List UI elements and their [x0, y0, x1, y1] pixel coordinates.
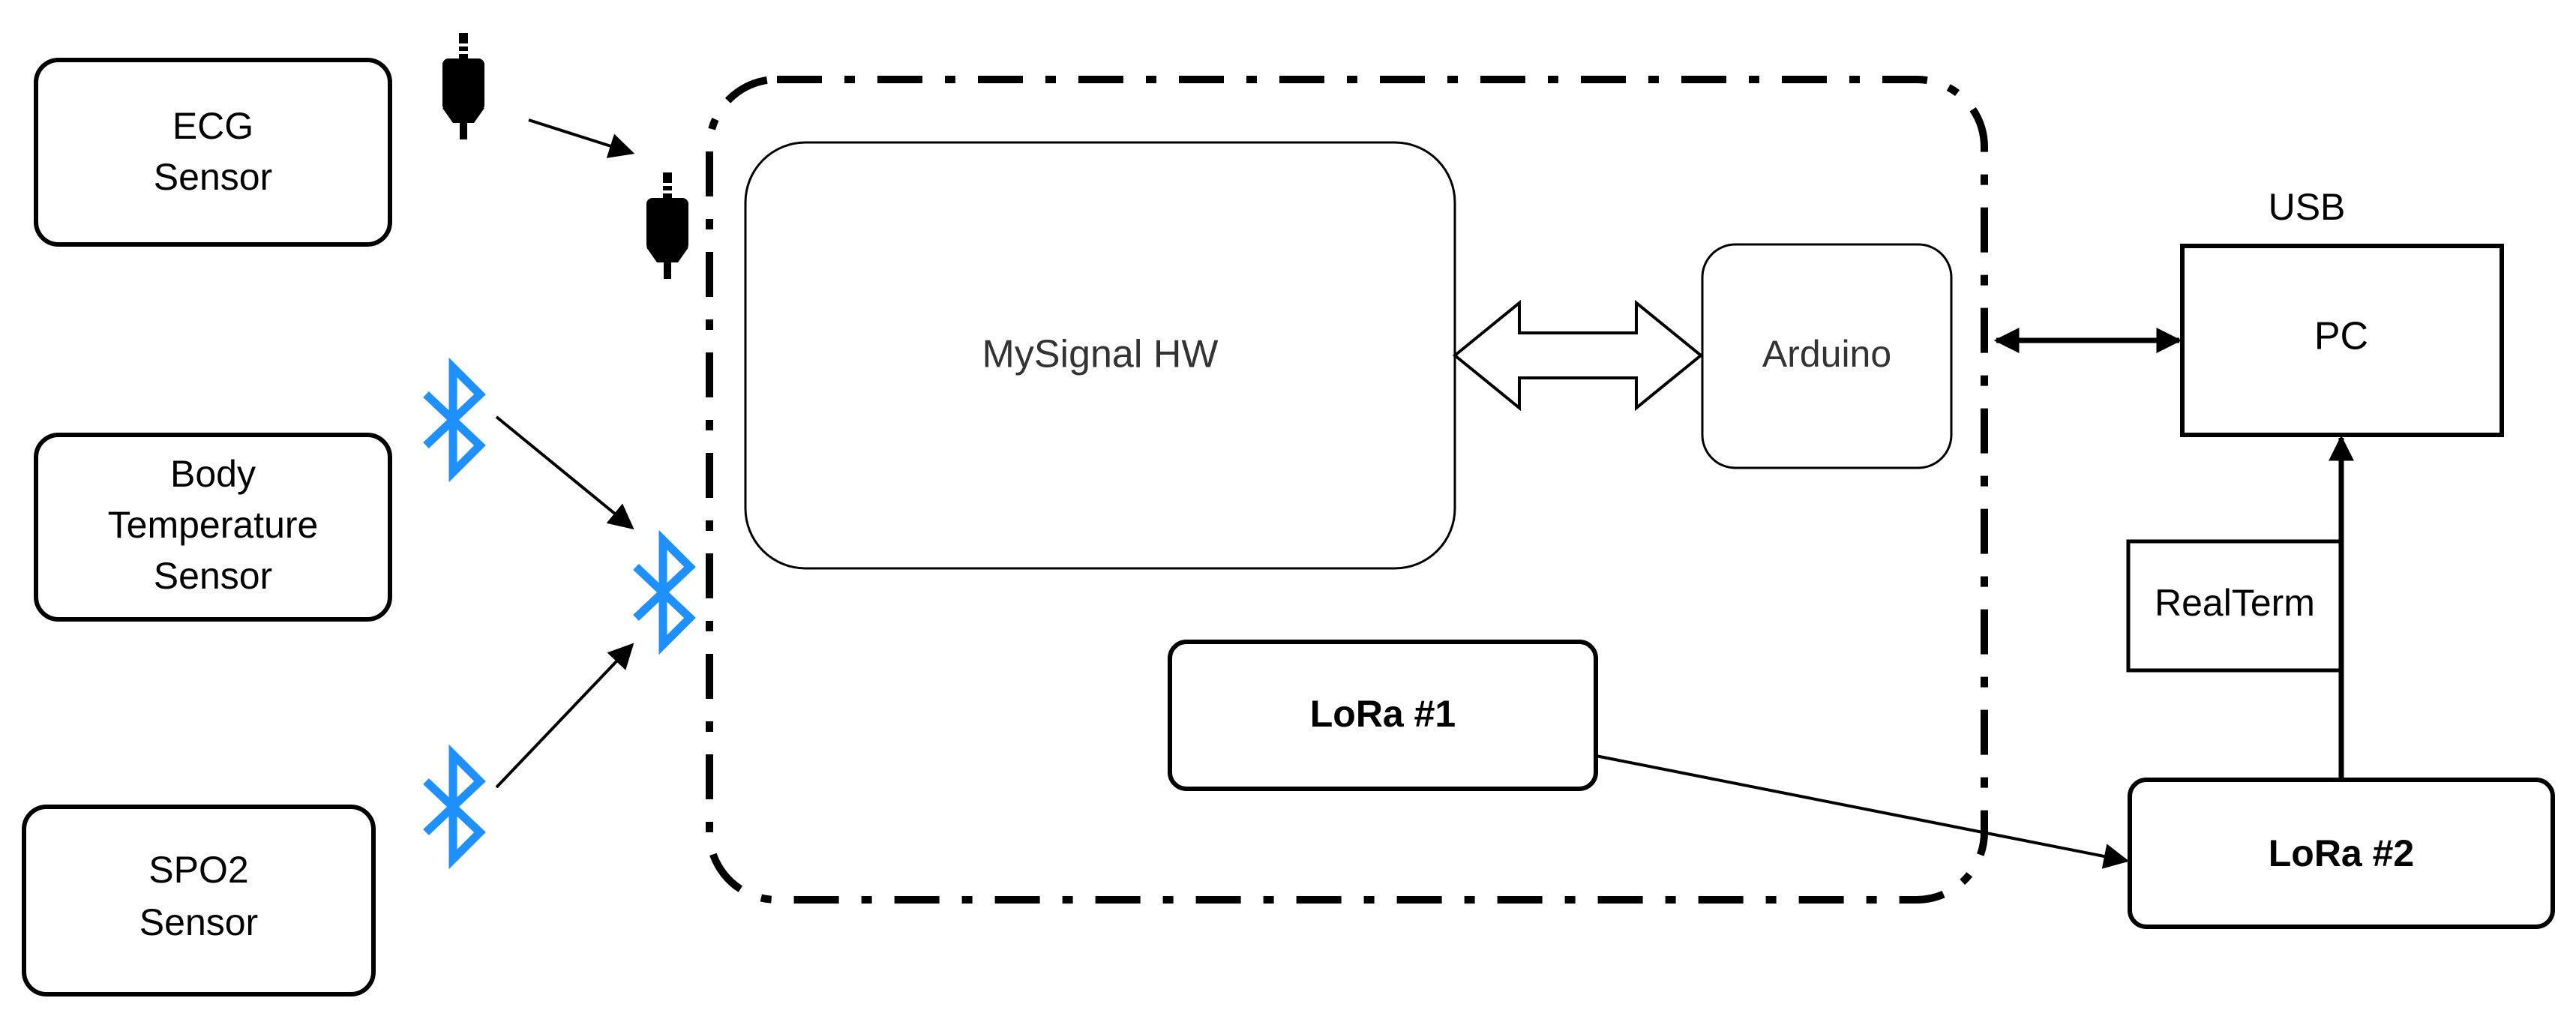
bluetooth-icon — [636, 540, 690, 645]
ecg-sensor-label-1: ECG — [172, 105, 253, 147]
bluetooth-icon — [426, 367, 480, 472]
bluetooth-icon — [426, 754, 480, 859]
body-temp-label-3: Sensor — [154, 555, 272, 597]
body-temp-label-2: Temperature — [108, 504, 319, 546]
lora1-label: LoRa #1 — [1310, 693, 1456, 735]
mysignal-hw-label: MySignal HW — [982, 333, 1219, 376]
arduino-label: Arduino — [1762, 333, 1891, 375]
lora2-label: LoRa #2 — [2269, 832, 2415, 874]
lora-link-arrow — [1595, 754, 2130, 869]
body-temp-arrow — [495, 415, 634, 530]
realterm-label: RealTerm — [2155, 582, 2315, 624]
mysignal-hw-box: MySignal HW — [744, 141, 1456, 570]
body-temperature-sensor-box: Body Temperature Sensor — [34, 433, 392, 622]
bidirectional-hollow-arrow — [1452, 299, 1704, 412]
usb-label: USB — [2269, 186, 2346, 228]
ecg-sensor-label-2: Sensor — [154, 156, 272, 198]
arduino-box: Arduino — [1701, 243, 1953, 469]
audio-jack-icon — [646, 172, 688, 279]
spo2-label-1: SPO2 — [148, 849, 248, 891]
body-temp-label-1: Body — [170, 453, 256, 495]
device-enclosure — [706, 76, 1988, 904]
ecg-sensor-box: ECG Sensor — [34, 58, 392, 247]
spo2-sensor-box: SPO2 Sensor — [22, 805, 376, 997]
lora2-box: LoRa #2 — [2128, 778, 2555, 929]
pc-label: PC — [2314, 315, 2368, 358]
spo2-label-2: Sensor — [139, 901, 258, 943]
ecg-arrow — [528, 118, 635, 158]
pc-box: PC — [2180, 244, 2504, 437]
spo2-arrow — [495, 643, 634, 789]
realterm-box: RealTerm — [2126, 539, 2344, 673]
audio-jack-icon — [442, 33, 484, 139]
lora1-box: LoRa #1 — [1168, 640, 1598, 791]
